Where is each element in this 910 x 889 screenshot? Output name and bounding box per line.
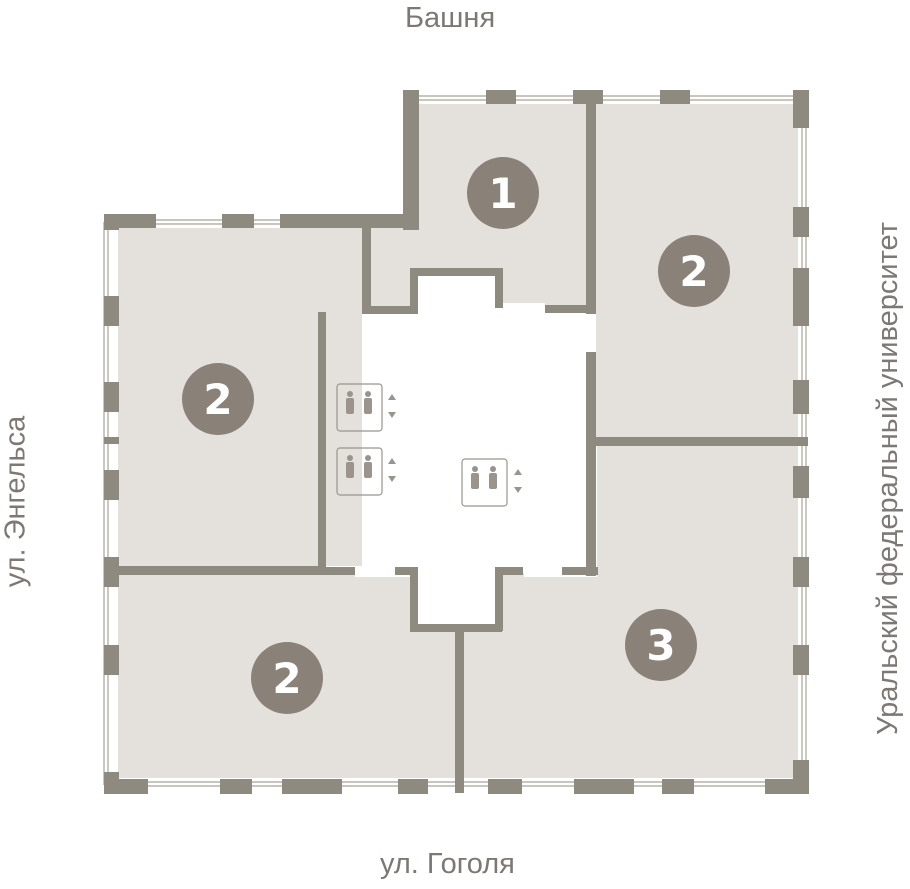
elevator-icon (336, 383, 396, 432)
apartment-southeast-rooms: 3 (646, 621, 675, 670)
apartment-southwest-badge[interactable]: 2 (251, 642, 323, 714)
apartment-west-badge[interactable]: 2 (182, 363, 254, 435)
apartment-north-rooms: 1 (488, 169, 517, 218)
apartment-southeast-badge[interactable]: 3 (625, 609, 697, 681)
apartment-northeast-badge[interactable]: 2 (658, 235, 730, 307)
label-top-tower: Башня (405, 2, 496, 34)
apartment-west-rooms: 2 (203, 375, 232, 424)
apartment-north-badge[interactable]: 1 (467, 157, 539, 229)
apartment-northeast-rooms: 2 (679, 247, 708, 296)
elevator-icon (461, 458, 522, 507)
elevator-icon (336, 447, 396, 496)
apartment-southeast-area[interactable] (463, 446, 798, 778)
label-bottom-street: ул. Гоголя (380, 848, 515, 880)
apartment-southwest-rooms: 2 (272, 654, 301, 703)
walls (104, 90, 809, 794)
